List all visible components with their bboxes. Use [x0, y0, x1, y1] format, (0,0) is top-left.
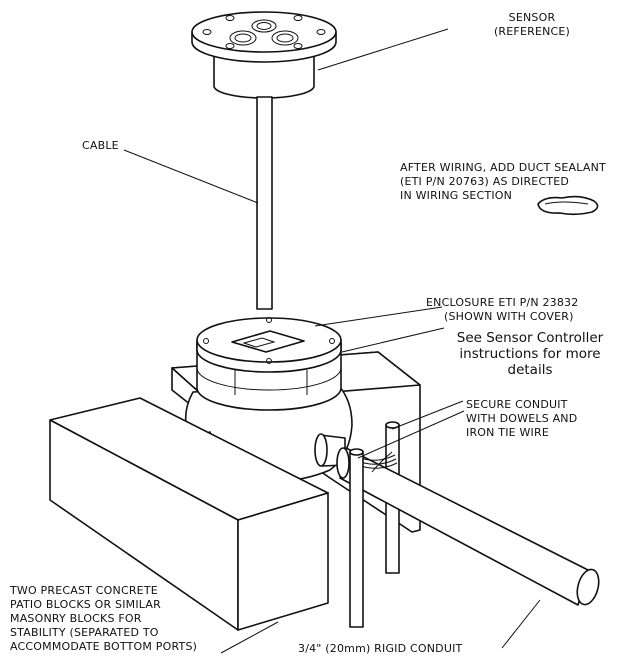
- secure-label-line3: IRON TIE WIRE: [466, 426, 549, 439]
- sensor-label-line2: (REFERENCE): [494, 25, 570, 38]
- blocks-label-line1: TWO PRECAST CONCRETE: [9, 584, 158, 597]
- controller-note-line3: details: [508, 362, 553, 378]
- enclosure-label-line2: (SHOWN WITH COVER): [444, 310, 574, 323]
- left-block-drawing: [49, 397, 329, 631]
- cable-drawing: [256, 96, 273, 310]
- conduit-label: 3/4" (20mm) RIGID CONDUIT: [298, 642, 463, 655]
- blocks-label-line3: MASONRY BLOCKS FOR: [10, 612, 142, 625]
- controller-note-line1: See Sensor Controller: [457, 330, 604, 346]
- enclosure-label-line1: ENCLOSURE ETI P/N 23832: [426, 296, 578, 309]
- sensor-label-line1: SENSOR: [509, 11, 556, 24]
- controller-note-line2: instructions for more: [459, 346, 600, 362]
- sealant-label-line2: (ETI P/N 20763) AS DIRECTED: [400, 175, 569, 188]
- cable-label: CABLE: [82, 139, 119, 152]
- conduit-drawing: [336, 447, 600, 606]
- secure-label-line1: SECURE CONDUIT: [466, 398, 568, 411]
- blocks-label-line2: PATIO BLOCKS OR SIMILAR: [10, 598, 161, 611]
- leader-lines: [123, 28, 541, 654]
- sensor-drawing: [191, 11, 337, 99]
- blocks-label-line5: ACCOMMODATE BOTTOM PORTS): [10, 640, 197, 653]
- sealant-label-line1: AFTER WIRING, ADD DUCT SEALANT: [400, 161, 606, 174]
- secure-label-line2: WITH DOWELS AND: [466, 412, 577, 425]
- blocks-label-line4: STABILITY (SEPARATED TO: [10, 626, 159, 639]
- duct-sealant-drawing: [537, 195, 599, 216]
- dowel-front: [349, 448, 364, 628]
- sealant-label-line3: IN WIRING SECTION: [400, 189, 512, 202]
